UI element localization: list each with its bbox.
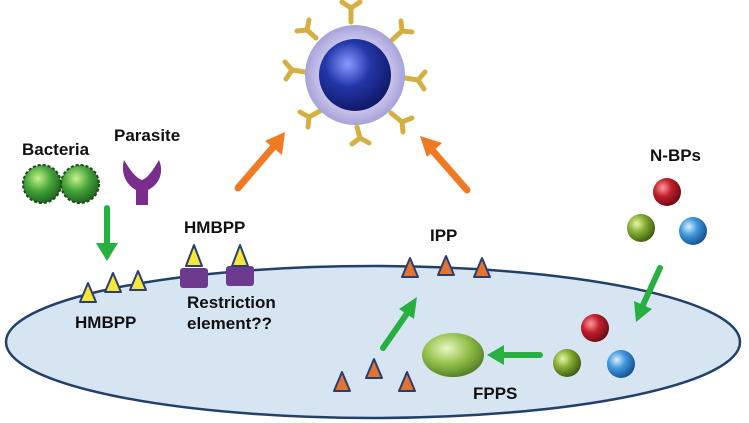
label-restriction-line1: Restriction [187, 293, 276, 312]
cell-membrane [4, 264, 742, 420]
t-cell-icon [282, 0, 428, 147]
arrow-ipp-to-tcell [420, 136, 471, 194]
fpps-enzyme-icon [422, 333, 484, 377]
parasite-icon [122, 160, 162, 205]
arrow-nbps-to-fpps [487, 345, 543, 365]
arrow-hmbpp-to-tcell [234, 132, 285, 192]
label-bacteria: Bacteria [22, 140, 90, 159]
label-nbps: N-BPs [650, 146, 702, 165]
ipp-triangles [401, 255, 491, 278]
restriction-element-icon [180, 244, 254, 288]
bacteria-icon [22, 164, 100, 204]
arrow-bacteria-to-cell [96, 205, 118, 261]
label-fpps: FPPS [473, 384, 518, 403]
n-bp-molecule-icon [627, 178, 707, 245]
arrow-ipp-to-membrane [380, 297, 417, 351]
arrow-nbps-into-cell [634, 265, 663, 322]
hmbpp-triangles [79, 270, 147, 303]
n-bp-molecules-inner [553, 314, 635, 378]
label-ipp: IPP [430, 226, 458, 245]
label-restriction-line2: element?? [187, 314, 273, 333]
ipp-triangles-inner [333, 358, 416, 392]
label-parasite: Parasite [114, 126, 181, 145]
label-hmbpp-top: HMBPP [184, 218, 246, 237]
label-hmbpp-bottom: HMBPP [75, 313, 137, 332]
